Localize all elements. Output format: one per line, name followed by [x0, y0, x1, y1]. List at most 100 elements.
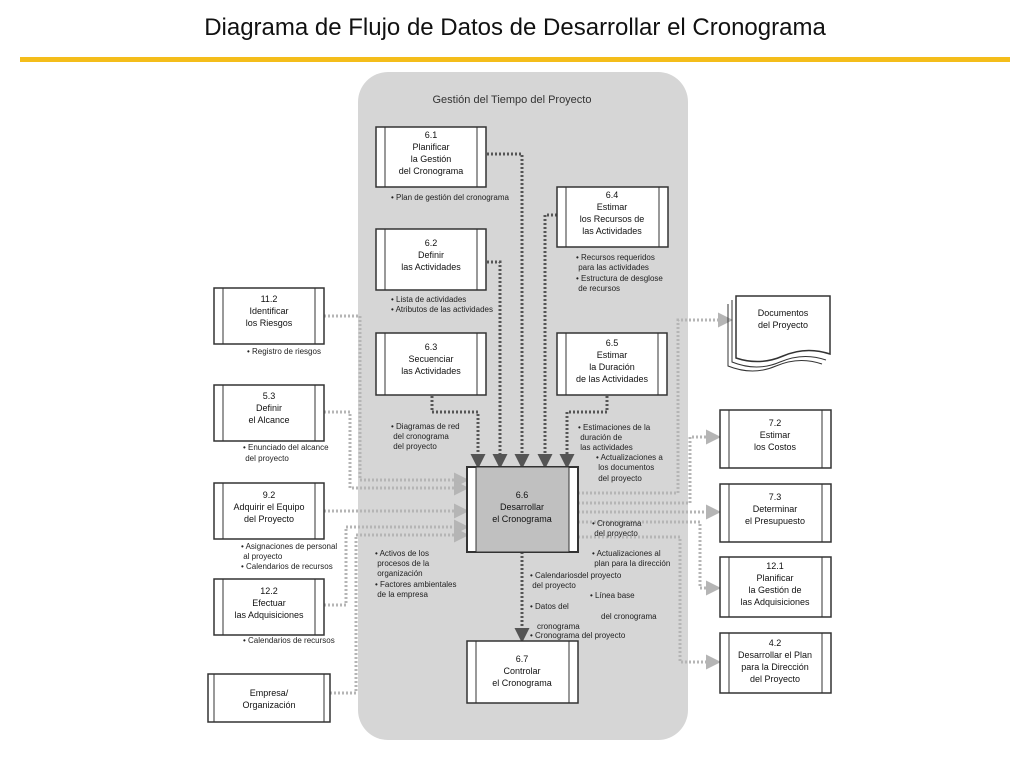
process-12.1-line1: Planificar — [756, 573, 793, 583]
process-7.3-line1: Determinar — [753, 504, 798, 514]
label-duration-estimates: • Estimaciones de la duración de las act… — [578, 423, 651, 452]
label-schedule-baseline-2: del cronograma — [601, 612, 657, 621]
label-project-calendars: • Calendariosdel proyecto del proyecto — [530, 571, 622, 590]
process-6.1-number: 6.1 — [425, 130, 438, 140]
process-4.2-line3: del Proyecto — [750, 674, 800, 684]
label-resource-requirements: • Recursos requeridos para las actividad… — [576, 253, 663, 293]
process-6.7-line1: Controlar — [503, 666, 540, 676]
process-12.2-line1: Efectuar — [252, 598, 286, 608]
label-resource-calendars: • Calendarios de recursos — [243, 636, 335, 645]
panel-title: Gestión del Tiempo del Proyecto — [433, 94, 592, 106]
flow-org-to-6.6 — [330, 527, 469, 695]
label-risk-register: • Registro de riesgos — [247, 347, 321, 356]
process-11.2-line1: Identificar — [249, 306, 288, 316]
process-6.4-number: 6.4 — [606, 190, 619, 200]
flow-acq-to-6.6 — [324, 519, 469, 607]
enterprise-line2: Organización — [242, 700, 295, 710]
label-network-diagrams: • Diagramas de red del cronograma del pr… — [391, 422, 460, 451]
process-12.2-line2: las Adquisiciones — [234, 610, 304, 620]
flow-6.4-to-6.6 — [537, 213, 557, 469]
flow-6.5-to-6.6 — [559, 396, 609, 469]
process-6.5-number: 6.5 — [606, 338, 619, 348]
label-schedule-data: • Datos del — [530, 602, 569, 611]
process-6.1-line3: del Cronograma — [399, 166, 464, 176]
process-5.3-line1: Definir — [256, 403, 282, 413]
process-6.4-line2: los Recursos de — [580, 214, 645, 224]
process-9.2-line1: Adquirir el Equipo — [233, 502, 304, 512]
flow-risks-to-6.6 — [324, 314, 469, 488]
flow-6.6-to-7.2 — [578, 429, 721, 505]
label-scope-statement: • Enunciado del alcance del proyecto — [243, 443, 329, 463]
process-11.2-number: 11.2 — [261, 294, 278, 304]
label-plan-updates: • Actualizaciones al plan para la direcc… — [592, 549, 670, 568]
process-7.3-line2: el Presupuesto — [745, 516, 805, 526]
page-title: Diagrama de Flujo de Datos de Desarrolla… — [204, 14, 826, 41]
enterprise-line1: Empresa/ — [250, 688, 289, 698]
process-6.7-number: 6.7 — [516, 654, 529, 664]
flow-6.6-to-4.2 — [578, 535, 721, 670]
process-12.1-line3: las Adquisiciones — [740, 597, 810, 607]
process-5.3-line2: el Alcance — [248, 415, 289, 425]
process-9.2-number: 9.2 — [263, 490, 276, 500]
label-schedule-baseline: • Línea base — [590, 591, 635, 600]
label-project-schedule-to-6.7: • Cronograma del proyecto — [530, 631, 626, 640]
process-6.2-line2: las Actividades — [401, 262, 461, 272]
process-7.3-number: 7.3 — [769, 492, 782, 502]
process-11.2-line2: los Riesgos — [246, 318, 293, 328]
process-4.2-line1: Desarrollar el Plan — [738, 650, 812, 660]
process-6.5-line3: de las Actividades — [576, 374, 649, 384]
process-12.1-number: 12.1 — [766, 561, 784, 571]
title-underline — [20, 57, 1010, 62]
process-12.1-line2: la Gestión de — [748, 585, 801, 595]
label-org-assets: • Activos de los procesos de la organiza… — [375, 549, 457, 599]
process-6.3-number: 6.3 — [425, 342, 438, 352]
process-7.2-number: 7.2 — [769, 418, 782, 428]
flow-6.3-to-6.6 — [430, 396, 486, 469]
process-6.4-line1: Estimar — [597, 202, 628, 212]
process-6.3-line1: Secuenciar — [408, 354, 453, 364]
process-6.1-line1: Planificar — [412, 142, 449, 152]
process-6.2-number: 6.2 — [425, 238, 438, 248]
process-7.2-line1: Estimar — [760, 430, 791, 440]
process-6.3-line2: las Actividades — [401, 366, 461, 376]
flow-6.6-to-12.1 — [578, 520, 721, 596]
process-6.6-line1: Desarrollar — [500, 502, 544, 512]
process-9.2-line2: del Proyecto — [244, 514, 294, 524]
process-6.2-line1: Definir — [418, 250, 444, 260]
process-6.5-line2: la Duración — [589, 362, 635, 372]
process-4.2-line2: para la Dirección — [741, 662, 809, 672]
process-6.1-line2: la Gestión — [411, 154, 452, 164]
process-6.7-line2: el Cronograma — [492, 678, 552, 688]
process-5.3-number: 5.3 — [263, 391, 276, 401]
documents-line2: del Proyecto — [758, 320, 808, 330]
